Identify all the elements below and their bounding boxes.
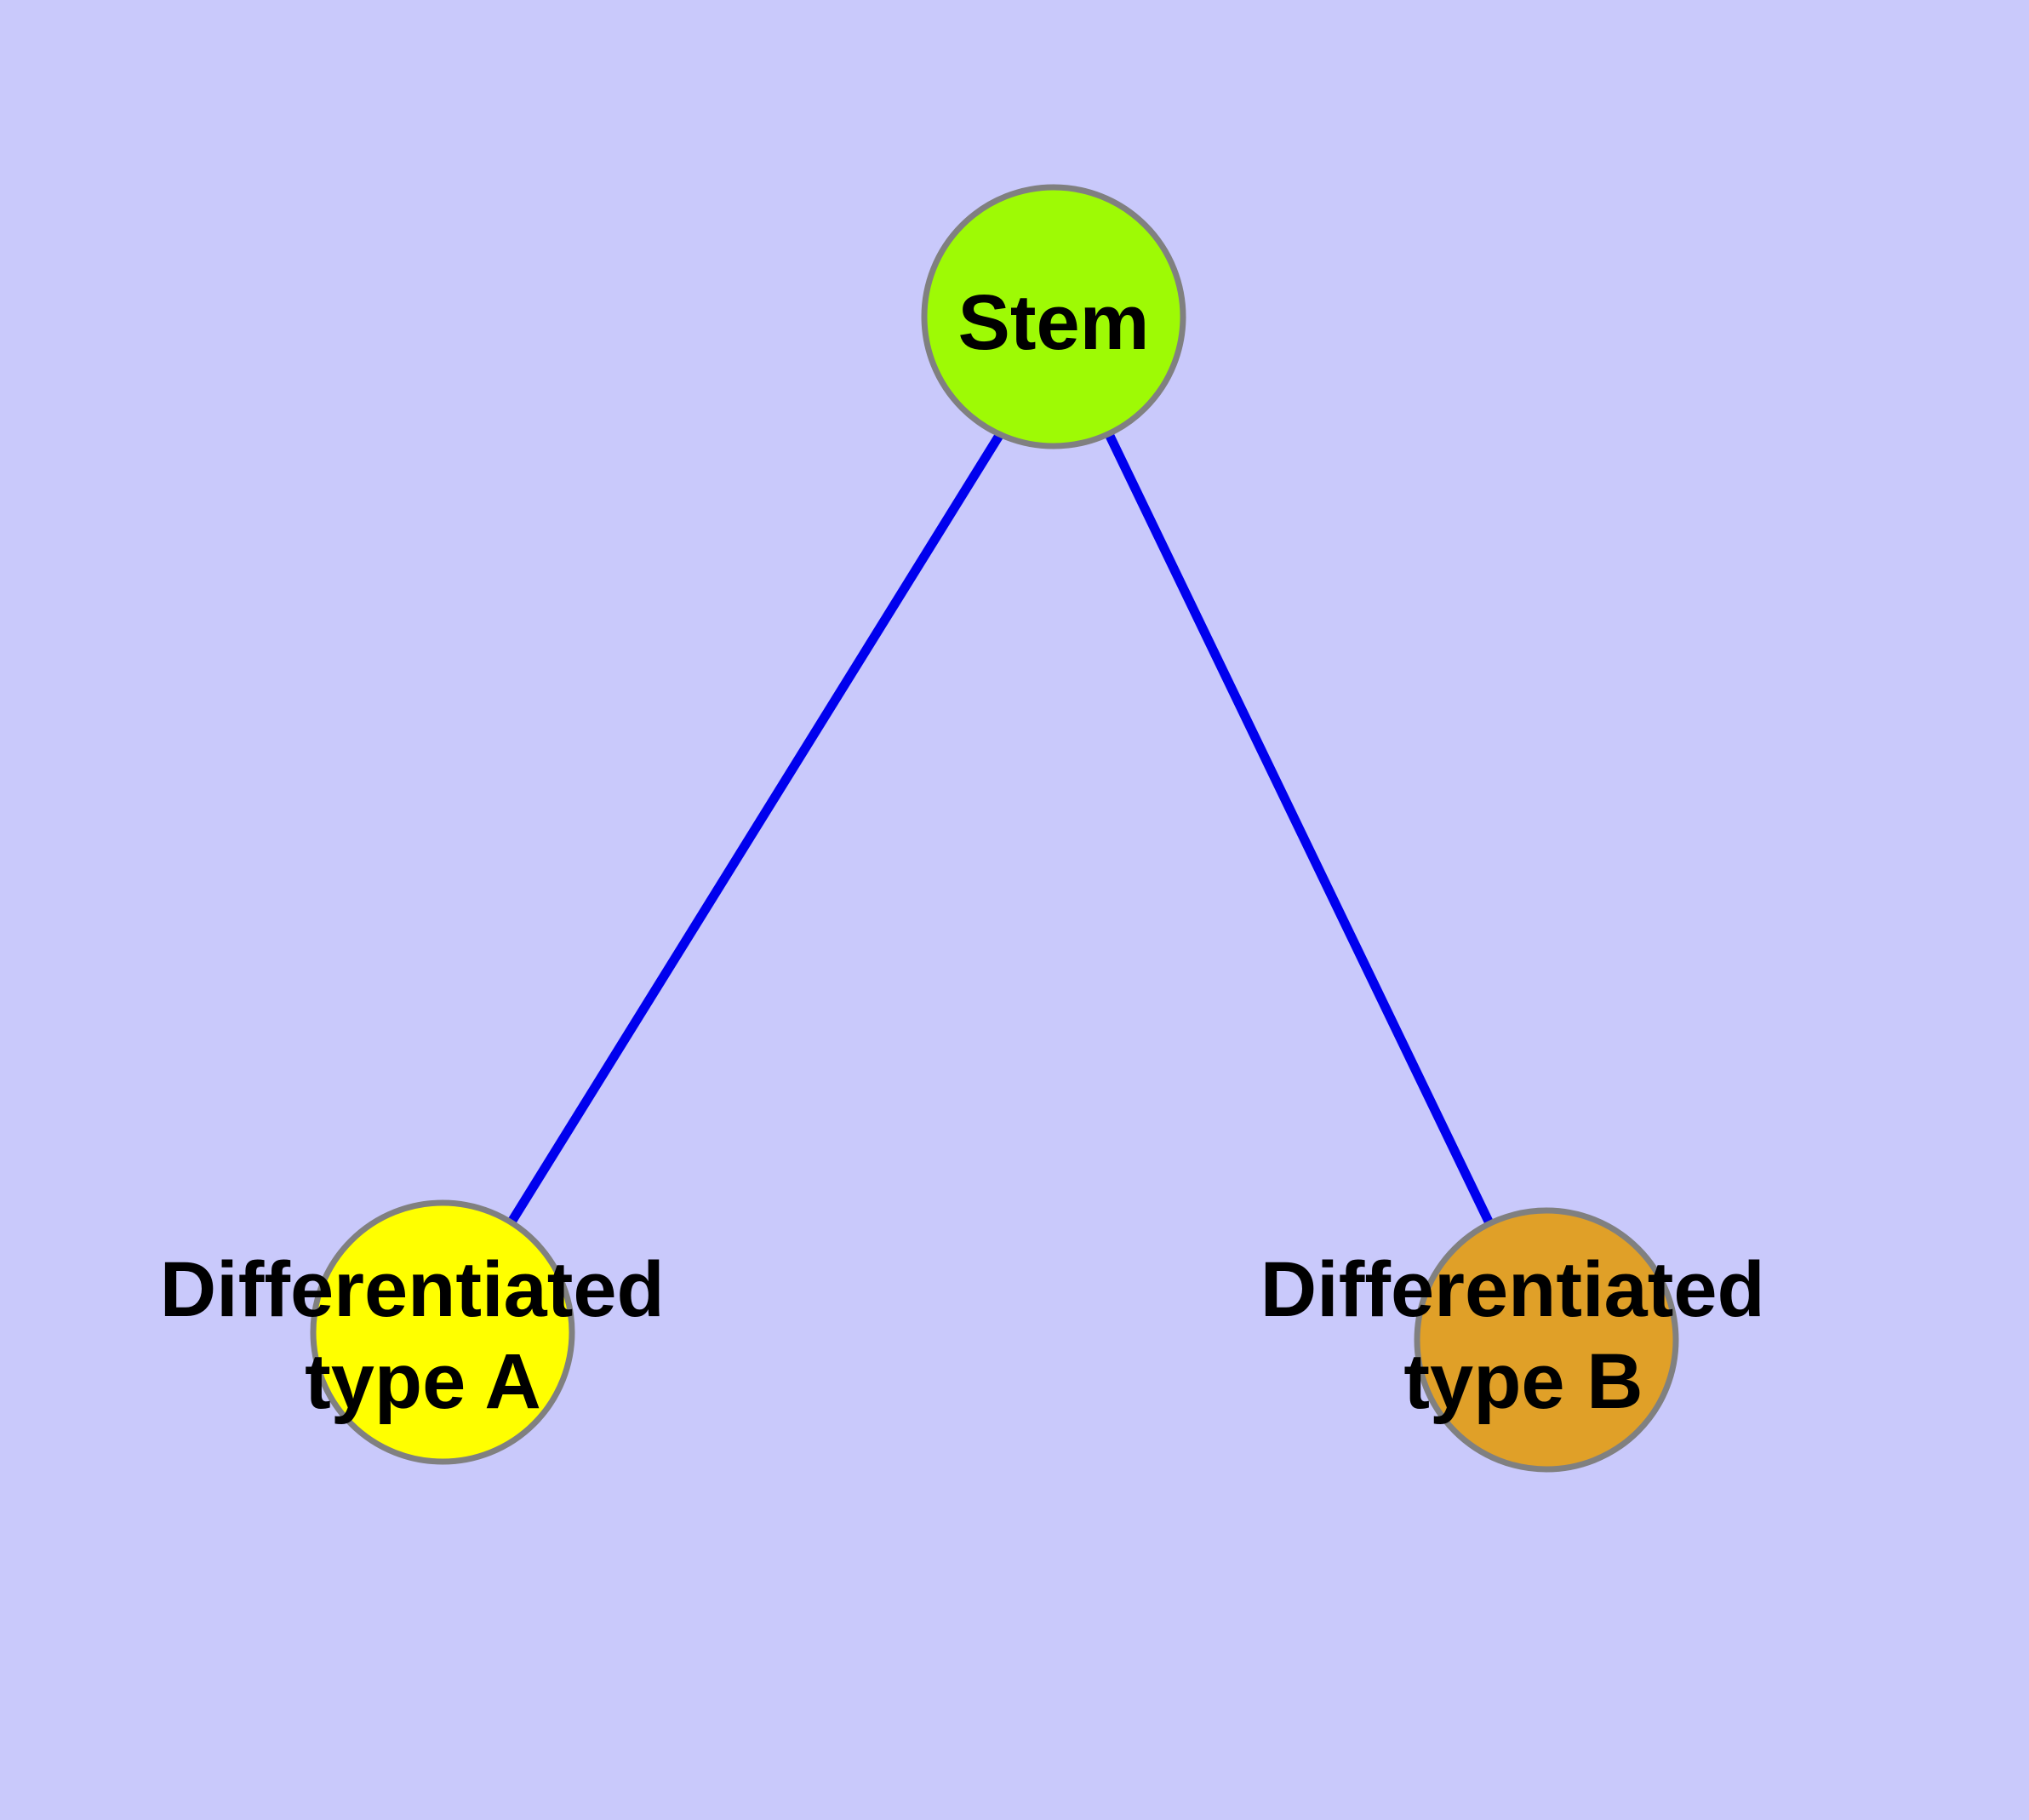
edge-stem-to-type-b[interactable] (1105, 432, 1495, 1229)
edge-layer (506, 432, 1495, 1229)
node-label-type-a-line2: type A (305, 1338, 541, 1425)
node-label-stem-line1: Stem (958, 279, 1150, 366)
node-label-type-b-line1: Differentiated (1260, 1246, 1765, 1333)
node-layer (310, 184, 1679, 1473)
node-stem[interactable] (921, 184, 1186, 449)
node-label-stem: Stem (958, 279, 1150, 366)
node-label-differentiated-type-b: Differentiated type B (1260, 1246, 1787, 1425)
node-label-differentiated-type-a: Differentiated type A (160, 1246, 687, 1425)
node-label-type-b-line2: type B (1403, 1338, 1643, 1425)
node-differentiated-type-b[interactable] (1414, 1207, 1679, 1473)
edge-stem-to-type-a[interactable] (506, 432, 1004, 1226)
node-differentiated-type-a[interactable] (310, 1199, 575, 1465)
label-layer: Stem Differentiated type A Differentiate… (160, 279, 1787, 1425)
node-label-type-a-line1: Differentiated (160, 1246, 665, 1333)
